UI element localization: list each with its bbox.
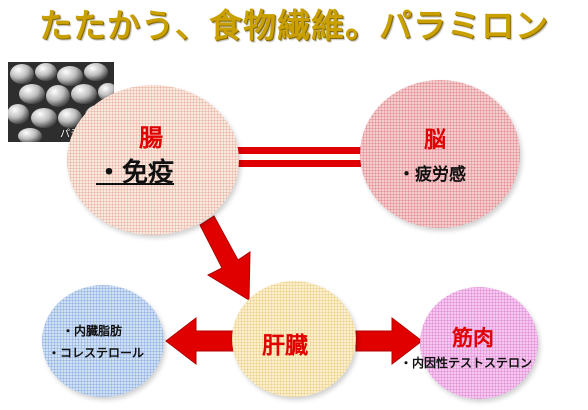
fat-item-cholesterol: ・コレステロール: [48, 346, 145, 360]
liver-to-fat-arrow: [165, 316, 235, 366]
brain-label: 脳: [424, 128, 447, 153]
gut-item-immunity: ・免疫: [96, 158, 175, 188]
liver-to-muscle-arrow: [355, 316, 423, 366]
fat-item-visceral-fat: ・内臓脂肪: [62, 324, 123, 338]
liver-label: 肝臓: [262, 333, 308, 359]
brain-item-fatigue: ・疲労感: [398, 165, 466, 185]
page-title: たたかう、食物繊維。パラミロン: [39, 6, 549, 45]
muscle-circle: [420, 287, 538, 399]
gut-to-liver-arrow: [199, 215, 251, 301]
brain-circle: [360, 80, 520, 228]
visceral-fat-circle: [42, 285, 164, 397]
gut-circle: [67, 85, 239, 235]
gut-brain-line-bottom: [237, 160, 361, 167]
gut-brain-line-top: [237, 147, 361, 154]
gut-label: 腸: [139, 124, 163, 152]
muscle-item-testosterone: ・内因性テストステロン: [400, 356, 533, 370]
liver-circle: [232, 281, 356, 397]
muscle-label: 筋肉: [452, 326, 494, 350]
